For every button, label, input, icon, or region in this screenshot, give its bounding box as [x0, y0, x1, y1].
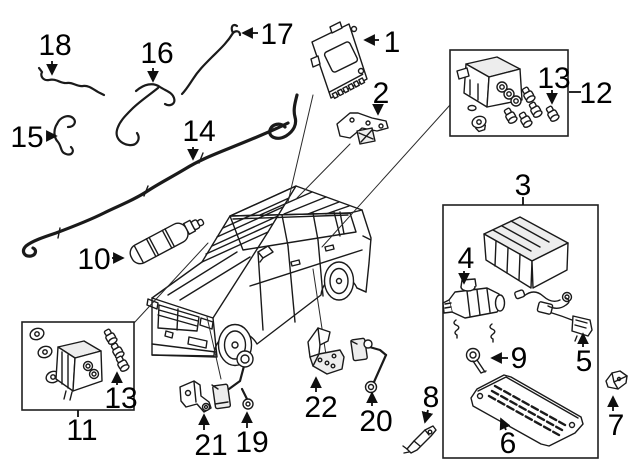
callout-16[interactable]: 16 [140, 37, 174, 83]
svg-text:20[interactable]: 20 [359, 405, 392, 438]
callout-9[interactable]: 9 [490, 342, 528, 375]
callout-2[interactable]: 2 [372, 77, 390, 116]
sensor-bracket-21 [179, 380, 212, 413]
callout-21[interactable]: 21 [194, 413, 228, 462]
callout-20[interactable]: 20 [359, 391, 393, 438]
callout-15[interactable]: 15 [10, 121, 58, 154]
callout-3[interactable]: 3 [515, 169, 532, 205]
retaining-clip [465, 347, 487, 374]
svg-text:8[interactable]: 8 [423, 381, 440, 414]
module-bracket [336, 112, 389, 145]
callout-6[interactable]: 6 [500, 417, 517, 460]
air-fitting [526, 100, 544, 120]
harness-wire-18 [37, 66, 106, 97]
rear-wheel [323, 261, 355, 301]
harness-wire-17 [180, 23, 242, 96]
svg-text:15[interactable]: 15 [10, 121, 43, 154]
callout-14[interactable]: 14 [182, 115, 216, 161]
callout-10[interactable]: 10 [77, 243, 125, 276]
harness-wire-16 [115, 83, 176, 147]
compressor-cover [483, 216, 569, 289]
svg-text:11[interactable]: 11 [66, 414, 97, 447]
svg-text:14[interactable]: 14 [182, 115, 215, 148]
svg-text:22[interactable]: 22 [304, 391, 337, 424]
callout-18[interactable]: 18 [38, 29, 72, 76]
callout-22[interactable]: 22 [304, 376, 338, 424]
svg-text:17[interactable]: 17 [260, 18, 293, 51]
valve-block [456, 56, 523, 112]
callout-19[interactable]: 19 [235, 411, 269, 459]
air-fitting [543, 104, 561, 124]
svg-text:5[interactable]: 5 [576, 345, 593, 378]
air-fitting [108, 341, 126, 361]
callouts: 1 2 3 4 5 6 7 8 [10, 18, 624, 462]
callout-4[interactable]: 4 [458, 242, 475, 285]
skid-plate [470, 374, 584, 447]
svg-text:18[interactable]: 18 [38, 29, 71, 62]
sensor-bracket-22 [307, 327, 345, 375]
harness-wire-15 [53, 115, 76, 156]
air-line-tube [21, 93, 299, 258]
svg-text:6[interactable]: 6 [500, 427, 517, 460]
vehicle-illustration [146, 185, 372, 367]
svg-text:9[interactable]: 9 [511, 342, 528, 375]
height-sensor-front [211, 350, 254, 410]
air-spring [129, 218, 205, 265]
air-fitting [113, 354, 131, 374]
svg-text:19[interactable]: 19 [235, 426, 268, 459]
air-compressor [442, 278, 506, 343]
svg-text:13[interactable]: 13 [537, 62, 570, 95]
callout-7[interactable]: 7 [607, 395, 625, 442]
svg-text:1[interactable]: 1 [384, 26, 401, 59]
svg-text:3[interactable]: 3 [515, 169, 532, 202]
svg-text:4[interactable]: 4 [458, 242, 475, 275]
svg-text:2[interactable]: 2 [373, 77, 390, 110]
svg-text:21[interactable]: 21 [194, 429, 227, 462]
svg-text:12[interactable]: 12 [579, 77, 612, 110]
height-sensor-rear [350, 337, 388, 394]
svg-text:10[interactable]: 10 [77, 243, 110, 276]
callout-17[interactable]: 17 [241, 18, 294, 51]
svg-text:13[interactable]: 13 [104, 382, 137, 415]
callout-13a[interactable]: 13 [537, 62, 571, 105]
air-fitting [519, 85, 537, 105]
control-module [310, 21, 368, 100]
compressor-harness [514, 289, 593, 342]
callout-13b[interactable]: 13 [104, 371, 138, 415]
grommet [37, 345, 53, 359]
grommet [471, 115, 487, 133]
callout-11[interactable]: 11 [66, 410, 98, 447]
callout-8[interactable]: 8 [421, 381, 440, 424]
air-fitting [501, 106, 519, 126]
grommet [29, 327, 45, 341]
svg-text:16[interactable]: 16 [140, 37, 173, 70]
valve-block-kit-box [449, 49, 569, 137]
valve-block [55, 340, 103, 401]
small-bracket-7 [605, 370, 628, 390]
callout-12[interactable]: 12 [569, 77, 613, 110]
small-bracket-8 [402, 425, 437, 454]
callout-1[interactable]: 1 [363, 26, 401, 59]
svg-text:7[interactable]: 7 [608, 409, 625, 442]
compressor-kit-box [442, 204, 599, 459]
callout-5[interactable]: 5 [576, 332, 593, 378]
air-fitting [516, 110, 534, 130]
